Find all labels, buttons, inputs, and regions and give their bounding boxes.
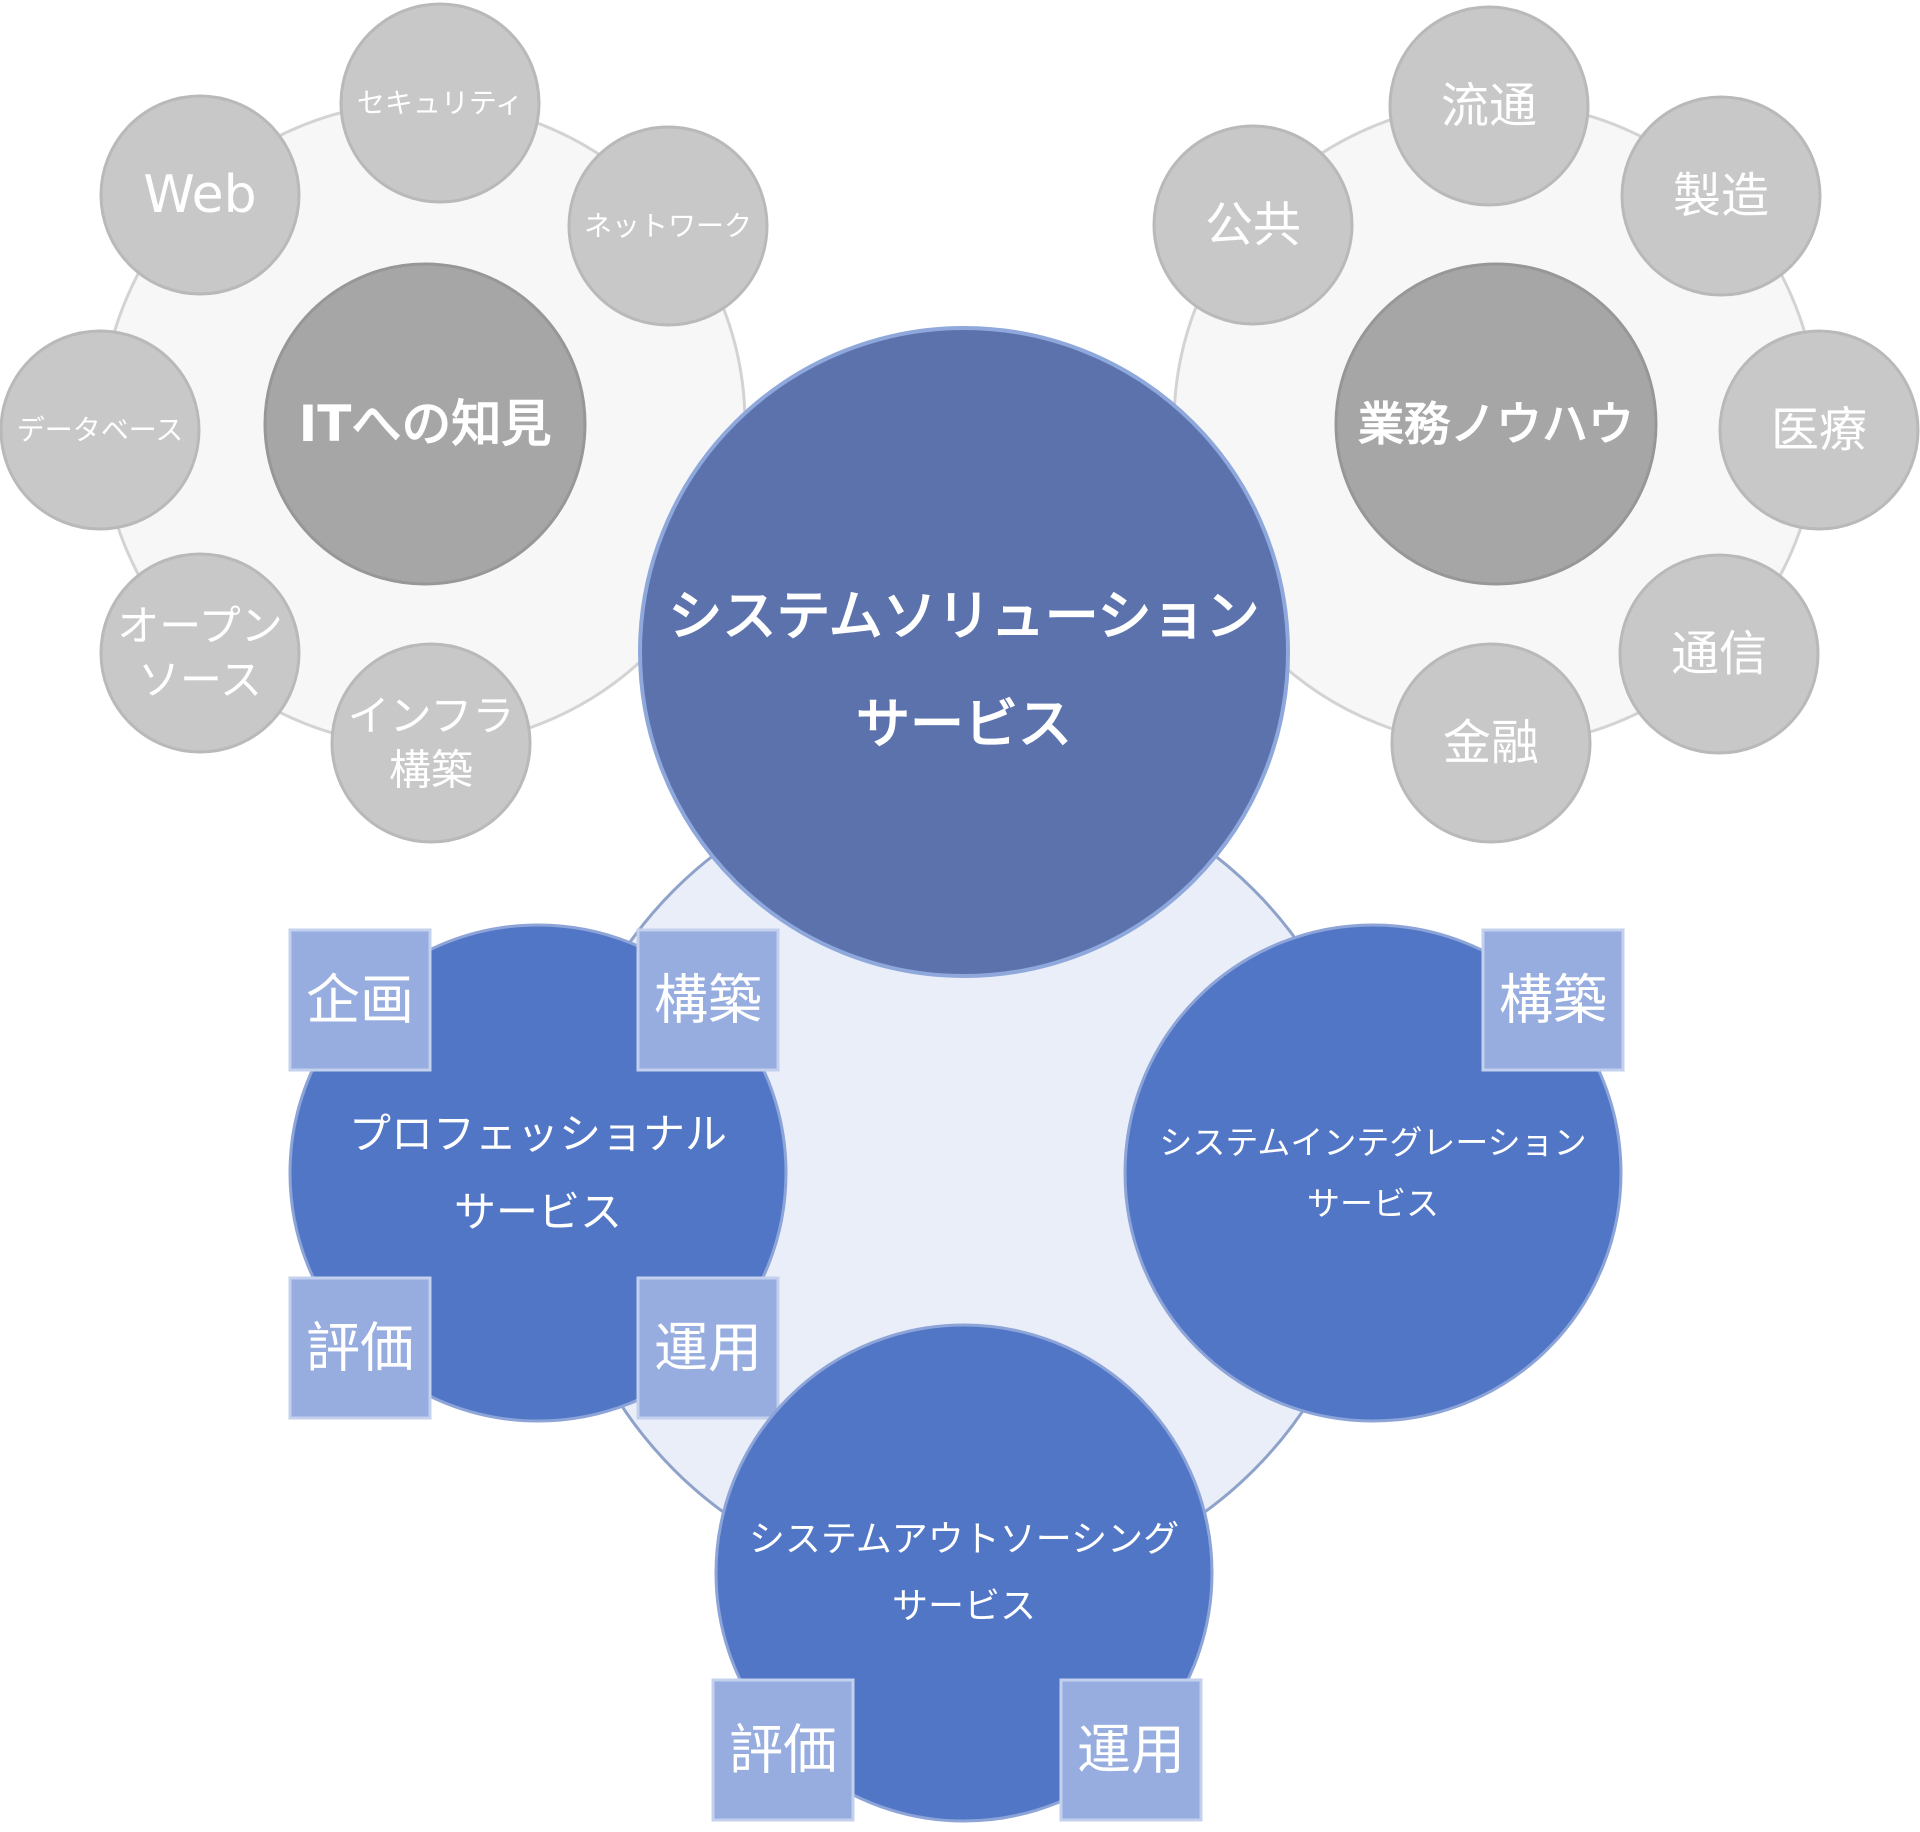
public-bubble: [1152, 124, 1354, 326]
outsourcing-service-tag: 評価: [711, 1678, 855, 1822]
professional-service-tag: 運用: [636, 1276, 780, 1420]
security-bubble-label: セキュリティ: [357, 87, 523, 120]
finance-bubble-label: 金融: [1443, 715, 1539, 771]
professional-service-label-line: プロフェッショナル: [349, 1110, 727, 1159]
open-source-bubble-label-line: ソース: [138, 655, 262, 704]
database-bubble-label-line: データベース: [17, 414, 184, 447]
medical-bubble-label: 医療: [1771, 402, 1867, 458]
finance-bubble-label-line: 金融: [1443, 715, 1539, 771]
manufacturing-bubble-label-line: 製造: [1673, 168, 1769, 224]
business-knowhow-title: 業務ノウハウ: [1358, 397, 1634, 451]
database-bubble: [0, 329, 201, 531]
professional-service-tag: 評価: [288, 1276, 432, 1420]
integration-service-tag: 構築: [1481, 928, 1625, 1072]
public-bubble-label: 公共: [1205, 197, 1301, 253]
professional-service-tag: 構築: [636, 928, 780, 1072]
telecom-bubble: [1618, 553, 1820, 755]
medical-bubble-label-line: 医療: [1771, 402, 1867, 458]
open-source-bubble: [99, 552, 301, 754]
solution-circle: [638, 326, 1290, 978]
it-knowledge-core: [263, 262, 587, 586]
integration-service-tag-box: [1481, 928, 1625, 1072]
database-bubble-label: データベース: [17, 414, 184, 447]
infrastructure-bubble-label-line: 構築: [389, 745, 473, 794]
outsourcing-service-tag: 運用: [1059, 1678, 1203, 1822]
integration-service-tag-label: 構築: [1499, 969, 1607, 1032]
professional-service-tag-label: 企画: [306, 969, 414, 1032]
distribution-bubble-label-line: 流通: [1441, 78, 1537, 134]
network-bubble-label-line: ネットワーク: [584, 210, 752, 243]
professional-service-tag-box: [288, 928, 432, 1072]
outsourcing-service-tag-label: 運用: [1077, 1719, 1185, 1782]
public-bubble-label-line: 公共: [1205, 197, 1301, 253]
professional-service-tag-box: [636, 1276, 780, 1420]
telecom-bubble-label: 通信: [1671, 626, 1767, 682]
distribution-bubble: [1388, 5, 1590, 207]
outsourcing-service-tag-label: 評価: [729, 1719, 837, 1782]
professional-service-tag-label: 構築: [654, 969, 762, 1032]
open-source-bubble-label-line: オープン: [117, 602, 282, 651]
professional-service-label-line: サービス: [454, 1187, 622, 1236]
solution-label-line: サービス: [856, 693, 1072, 756]
web-bubble-label-line: Web: [143, 165, 256, 225]
integration-service-label-line: システムインテグレーション: [1159, 1123, 1586, 1162]
telecom-bubble-label-line: 通信: [1671, 626, 1767, 682]
network-bubble: [567, 125, 769, 327]
security-bubble: [339, 2, 541, 204]
infrastructure-bubble-label-line: インフラ: [348, 692, 515, 741]
professional-service-tag-label: 評価: [306, 1317, 414, 1380]
outsourcing-service-label-line: サービス: [892, 1586, 1036, 1627]
medical-bubble: [1718, 329, 1920, 531]
professional-service-tag-label: 運用: [654, 1317, 762, 1380]
professional-service-tag: 企画: [288, 928, 432, 1072]
distribution-bubble-label: 流通: [1441, 78, 1537, 134]
outsourcing-service-tag-box: [1059, 1678, 1203, 1822]
infrastructure-bubble: [330, 642, 532, 844]
professional-service-tag-box: [288, 1276, 432, 1420]
manufacturing-bubble: [1620, 95, 1822, 297]
web-bubble-label: Web: [143, 165, 256, 225]
web-bubble: [99, 94, 301, 296]
finance-bubble: [1390, 642, 1592, 844]
manufacturing-bubble-label: 製造: [1673, 168, 1769, 224]
it-knowledge-title: ITへの知見: [299, 395, 552, 453]
integration-service-label-line: サービス: [1307, 1184, 1439, 1223]
business-knowhow-core: [1334, 262, 1658, 586]
security-bubble-label-line: セキュリティ: [357, 87, 523, 120]
solution-label-line: システムソリューション: [668, 585, 1259, 648]
professional-service-tag-box: [636, 928, 780, 1072]
outsourcing-service-label-line: システムアウトソーシング: [749, 1519, 1179, 1560]
network-bubble-label: ネットワーク: [584, 210, 752, 243]
outsourcing-service-tag-box: [711, 1678, 855, 1822]
